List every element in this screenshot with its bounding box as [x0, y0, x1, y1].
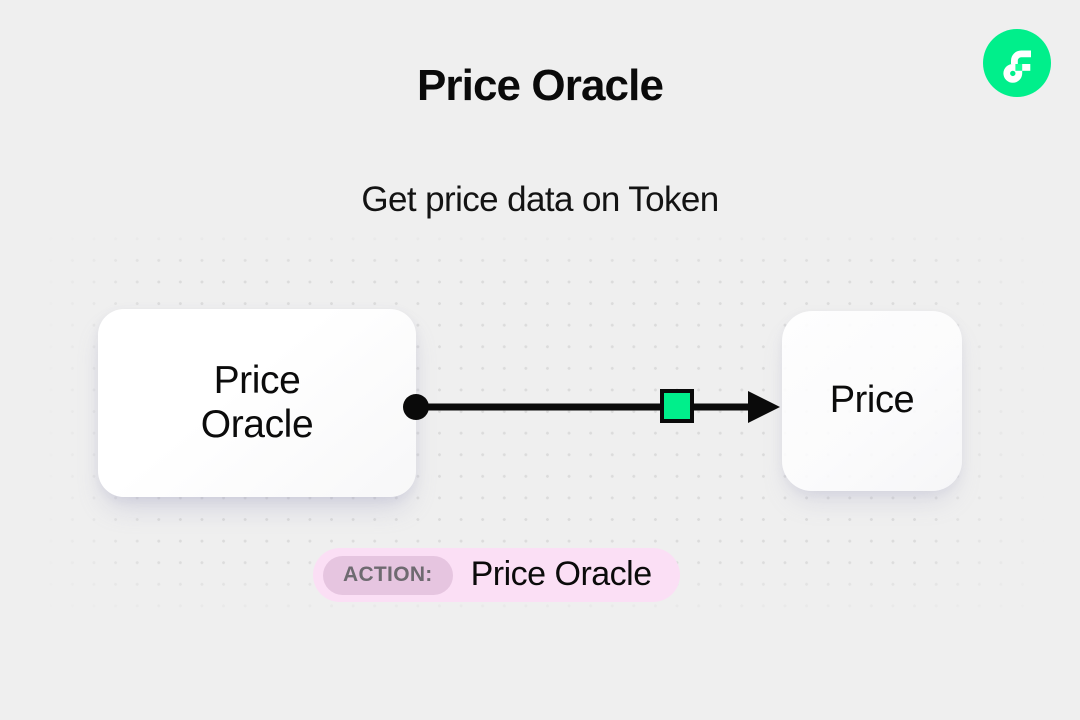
page-subtitle: Get price data on Token: [361, 180, 719, 219]
flow-node-source-label-line1: Price: [213, 358, 301, 402]
action-badge-prefix: ACTION:: [323, 555, 453, 595]
action-badge-value: Price Oracle: [470, 554, 653, 593]
arrowhead-icon: [748, 391, 780, 423]
page-title: Price Oracle: [416, 61, 664, 110]
flow-node-source-label-line2: Oracle: [200, 403, 314, 446]
action-badge[interactable]: ACTION: Price Oracle: [313, 548, 680, 602]
flow-node-price-oracle[interactable]: Price Oracle: [98, 309, 416, 497]
flow-node-source-label: Price Oracle: [200, 358, 314, 448]
flow-logo-icon[interactable]: [983, 29, 1051, 97]
flow-node-price[interactable]: Price: [782, 311, 962, 491]
edge-chip-icon[interactable]: [660, 389, 694, 423]
flow-node-target-label: Price: [829, 379, 915, 422]
